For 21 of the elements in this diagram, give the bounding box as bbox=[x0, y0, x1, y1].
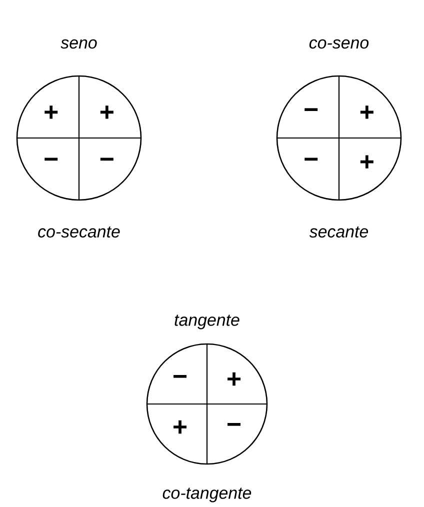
function-label: co-seno bbox=[309, 39, 369, 49]
quadrant-sign: − bbox=[174, 374, 186, 378]
quadrant-sign: − bbox=[304, 158, 318, 161]
quadrant-sign: + bbox=[44, 106, 58, 119]
quadrant-sign: − bbox=[44, 158, 58, 161]
quadrant-circle bbox=[16, 75, 142, 201]
quadrant-circle bbox=[276, 75, 402, 201]
quadrant-sign: + bbox=[360, 155, 374, 168]
quadrant-sign: + bbox=[174, 420, 187, 434]
quadrant-sign: − bbox=[100, 158, 114, 161]
function-label: tangente bbox=[174, 314, 240, 330]
function-label: co-secante bbox=[38, 226, 120, 238]
quadrant-sign: + bbox=[360, 106, 374, 119]
quadrant-sign: + bbox=[100, 106, 114, 119]
quadrant-circle bbox=[146, 343, 268, 465]
function-label: co-tangente bbox=[162, 488, 252, 502]
function-label: secante bbox=[309, 226, 368, 238]
quadrant-sign: − bbox=[228, 422, 240, 426]
quadrant-sign: − bbox=[304, 108, 318, 112]
function-label: seno bbox=[60, 39, 97, 49]
quadrant-sign: + bbox=[228, 372, 241, 386]
